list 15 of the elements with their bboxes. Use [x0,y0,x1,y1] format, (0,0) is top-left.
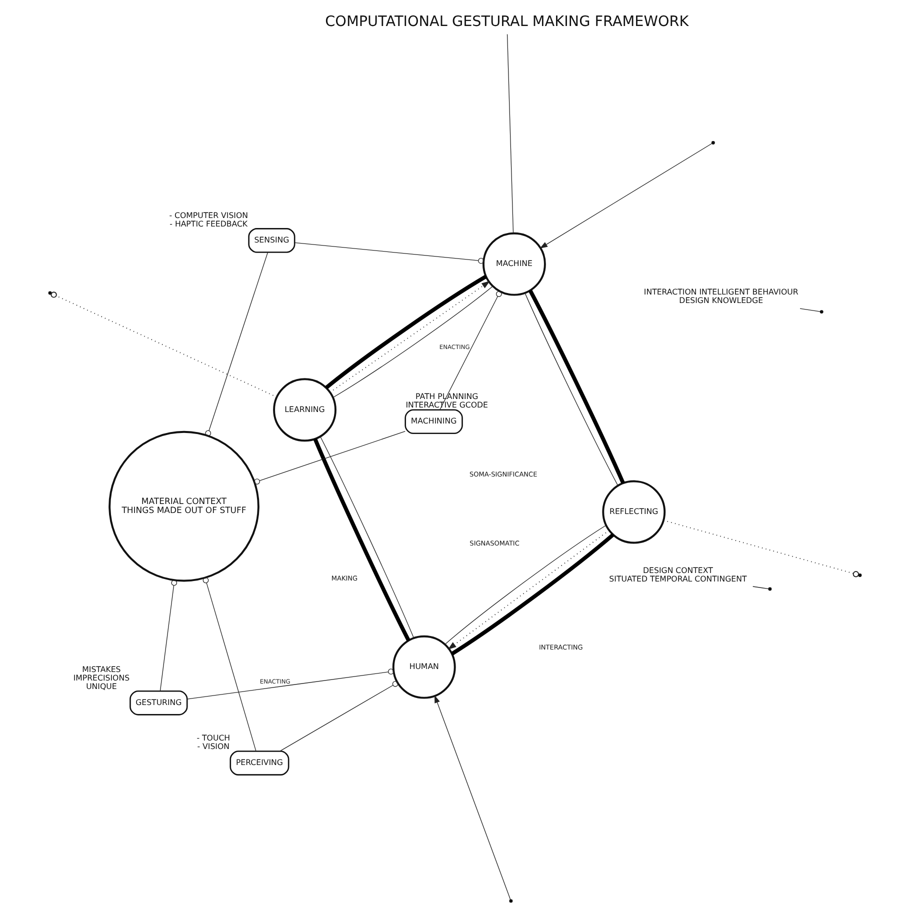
connector [254,431,405,484]
arrow [434,695,510,900]
connector [186,668,394,700]
connector [159,580,177,692]
arrow [539,143,712,249]
connector [439,291,502,410]
connector [752,586,768,590]
connector [506,34,514,234]
connector [662,520,854,574]
connector [799,308,820,312]
connector [202,577,256,752]
connector [294,242,484,264]
node-text: COMPUTATIONAL GESTURAL MAKING FRAMEWORK [324,14,688,30]
connector [204,252,268,436]
connector [279,680,398,752]
